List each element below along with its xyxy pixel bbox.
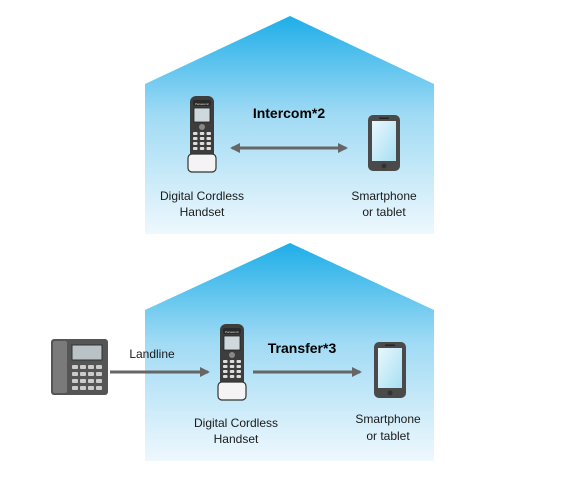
handset-icon — [187, 95, 217, 173]
device-label-line1: Smartphone — [355, 412, 421, 426]
handset-label-line2: Handset — [180, 205, 225, 219]
smartphone-icon — [368, 115, 400, 171]
transfer-panel: Landline Transfer*3 Digital Cordless Han… — [51, 243, 434, 461]
landline-label: Landline — [129, 347, 175, 361]
intercom-panel: Intercom*2 Digital Cordless Handset Smar… — [145, 16, 434, 234]
intercom-title: Intercom*2 — [253, 105, 326, 121]
smartphone-icon — [374, 342, 406, 398]
handset-label-line1: Digital Cordless — [194, 416, 278, 430]
house-shape-top — [145, 16, 434, 234]
handset-label-line1: Digital Cordless — [160, 189, 244, 203]
landline-phone-icon — [51, 339, 108, 395]
transfer-title: Transfer*3 — [268, 340, 337, 356]
device-label-line2: or tablet — [366, 429, 410, 443]
device-label-line2: or tablet — [362, 205, 406, 219]
handset-icon — [217, 323, 247, 401]
device-label-line1: Smartphone — [351, 189, 417, 203]
handset-label-line2: Handset — [214, 432, 259, 446]
house-shape-bottom — [145, 243, 434, 461]
